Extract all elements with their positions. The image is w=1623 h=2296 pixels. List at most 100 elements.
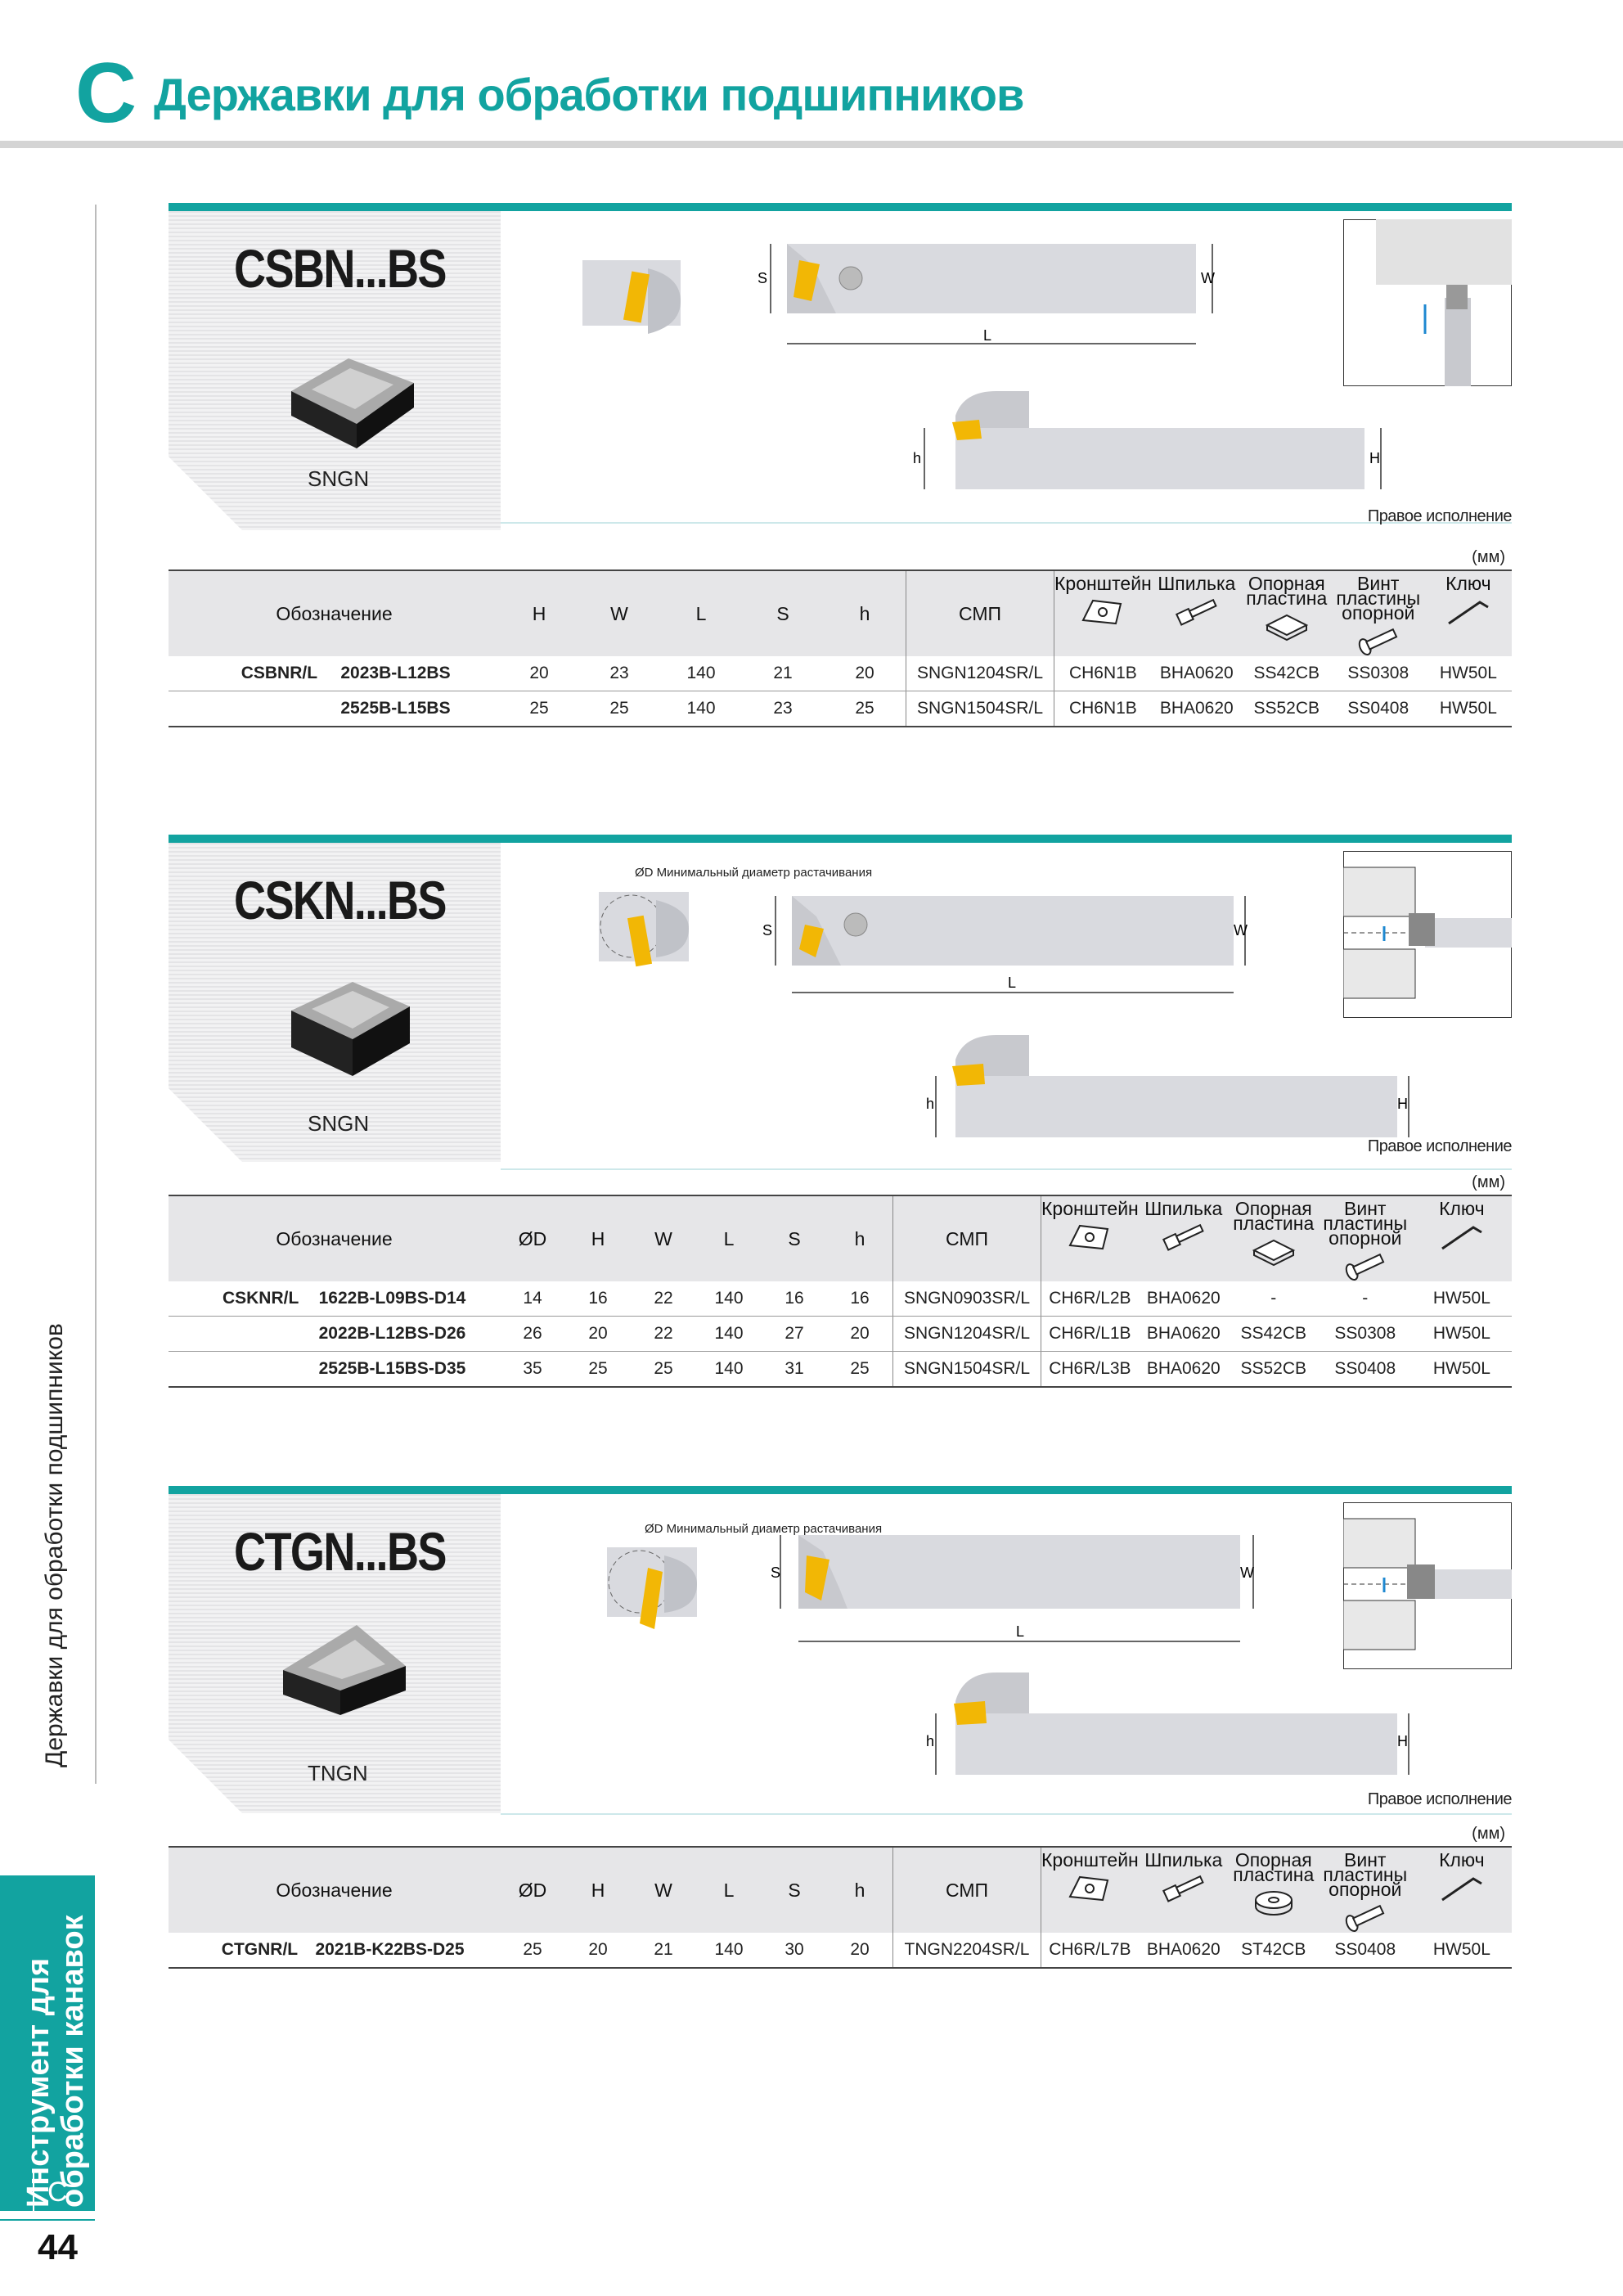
sidebar-chapter-tab[interactable] [0, 1875, 95, 2211]
shim-icon [1252, 1239, 1296, 1267]
col-S: S [762, 1195, 827, 1281]
spec-table: Обозначение ØD H W L S h СМП Кронштейн Ш… [169, 1846, 1512, 1969]
right-hand-label: Правое исполнение [1367, 507, 1513, 525]
application-diagram [1343, 1502, 1512, 1669]
svg-text:H: H [1397, 1733, 1408, 1749]
sidebar-vertical-label: Державки для обработки подшипников [41, 1323, 68, 1767]
page-title: Державки для обработки подшипников [154, 69, 1024, 120]
units-label: (мм) [1472, 1825, 1505, 1843]
col-H: H [500, 569, 578, 656]
svg-text:S: S [771, 1564, 780, 1581]
page-number-rule [0, 2219, 95, 2221]
col-shim-screw: Винт пластины опорной [1318, 1195, 1412, 1281]
svg-text:h: h [926, 1733, 934, 1749]
section-title: CSBN...BS [234, 238, 447, 299]
svg-text:W: W [1234, 922, 1248, 939]
col-stud: Шпилька [1138, 1195, 1229, 1281]
svg-text:L: L [983, 327, 991, 344]
screw-icon [1345, 1904, 1385, 1933]
tool-side-view-drawing: h H [913, 391, 1382, 489]
col-shim: Опорная пластина [1228, 1846, 1319, 1933]
col-bracket: Кронштейн [1053, 569, 1152, 656]
insert-shape-label: SNGN [308, 1111, 370, 1136]
col-W: W [631, 1846, 696, 1933]
svg-text:S: S [758, 270, 767, 286]
col-L: L [696, 1846, 762, 1933]
spec-table: Обозначение ØD H W L S h СМП Кронштейн Ш… [169, 1195, 1512, 1388]
col-shim-screw: Винт пластины опорной [1331, 569, 1425, 656]
hex-key-icon [1441, 1226, 1482, 1250]
col-key: Ключ [1411, 1846, 1512, 1933]
application-diagram [1343, 851, 1512, 1018]
stud-icon [1175, 598, 1217, 626]
col-L: L [660, 569, 742, 656]
col-H: H [565, 1195, 631, 1281]
tool-top-view-drawing: S W L [599, 892, 1248, 993]
col-designation: Обозначение [169, 1846, 500, 1933]
col-D: ØD [500, 1846, 565, 1933]
bracket-icon [1068, 1224, 1109, 1250]
tool-top-view-drawing: S W L [607, 1535, 1254, 1642]
spec-table: Обозначение H W L S h СМП Кронштейн Шпил… [169, 569, 1512, 727]
screw-icon [1345, 1253, 1385, 1281]
table-row: 2022B-L12BS-D26 26 20 22 140 27 20 SNGN1… [169, 1316, 1512, 1352]
svg-text:W: W [1240, 1564, 1254, 1581]
tool-side-view-drawing: h H [926, 1672, 1409, 1775]
svg-text:S: S [762, 922, 772, 939]
section-top-bar [169, 835, 1512, 843]
col-insert: СМП [906, 569, 1054, 656]
insert-shape-label: SNGN [308, 466, 370, 491]
svg-text:W: W [1201, 270, 1215, 286]
col-shim-screw: Винт пластины опорной [1318, 1846, 1412, 1933]
sidebar-line [95, 205, 97, 1784]
screw-icon [1358, 628, 1398, 656]
col-D: ØD [500, 1195, 565, 1281]
col-S: S [762, 1846, 827, 1933]
page-number: 44 [38, 2227, 78, 2267]
col-stud: Шпилька [1151, 569, 1242, 656]
bracket-icon [1068, 1875, 1109, 1902]
svg-text:h: h [926, 1096, 934, 1112]
stud-icon [1162, 1223, 1204, 1251]
section-cskn: CSKN...BS SNGN ØD Минимальный диаметр ра… [169, 835, 1513, 1407]
col-shim: Опорная пластина [1228, 1195, 1319, 1281]
section-ctgn: CTGN...BS TNGN ØD Минимальный диаметр ра… [169, 1486, 1513, 1977]
col-h: h [827, 1846, 893, 1933]
section-title: CSKN...BS [234, 870, 447, 930]
min-bore-label: ØD Минимальный диаметр растачивания [645, 1522, 883, 1536]
hex-key-icon [1448, 601, 1489, 625]
col-bracket: Кронштейн [1040, 1846, 1139, 1933]
right-hand-label: Правое исполнение [1367, 1790, 1513, 1808]
svg-text:H: H [1369, 450, 1380, 466]
section-csbn: CSBN...BS SNGN S W L h H [169, 203, 1513, 727]
hex-key-icon [1441, 1877, 1482, 1902]
min-bore-label: ØD Минимальный диаметр растачивания [635, 866, 873, 880]
header-letter: C [75, 46, 137, 141]
col-designation: Обозначение [169, 569, 500, 656]
col-h: h [827, 1195, 893, 1281]
section-top-bar [169, 1486, 1512, 1494]
col-key: Ключ [1424, 569, 1512, 656]
col-H: H [565, 1846, 631, 1933]
col-insert: СМП [892, 1846, 1041, 1933]
section-title: CTGN...BS [234, 1521, 447, 1582]
svg-text:H: H [1397, 1096, 1408, 1112]
insert-shape-label: TNGN [308, 1761, 368, 1785]
svg-text:L: L [1016, 1623, 1024, 1640]
col-W: W [631, 1195, 696, 1281]
col-insert: СМП [892, 1195, 1041, 1281]
right-hand-label: Правое исполнение [1367, 1137, 1513, 1155]
col-designation: Обозначение [169, 1195, 500, 1281]
shim-icon [1265, 614, 1309, 642]
insert-image-sngn [291, 358, 414, 448]
table-row: 2525B-L15BS 25 25 140 23 25 SNGN1504SR/L… [169, 691, 1512, 727]
bracket-icon [1081, 599, 1122, 625]
header-rule [0, 141, 1623, 148]
col-bracket: Кронштейн [1040, 1195, 1139, 1281]
section-top-bar [169, 203, 1512, 211]
col-key: Ключ [1411, 1195, 1512, 1281]
tool-side-view-drawing: h H [926, 1035, 1409, 1137]
col-stud: Шпилька [1138, 1846, 1229, 1933]
